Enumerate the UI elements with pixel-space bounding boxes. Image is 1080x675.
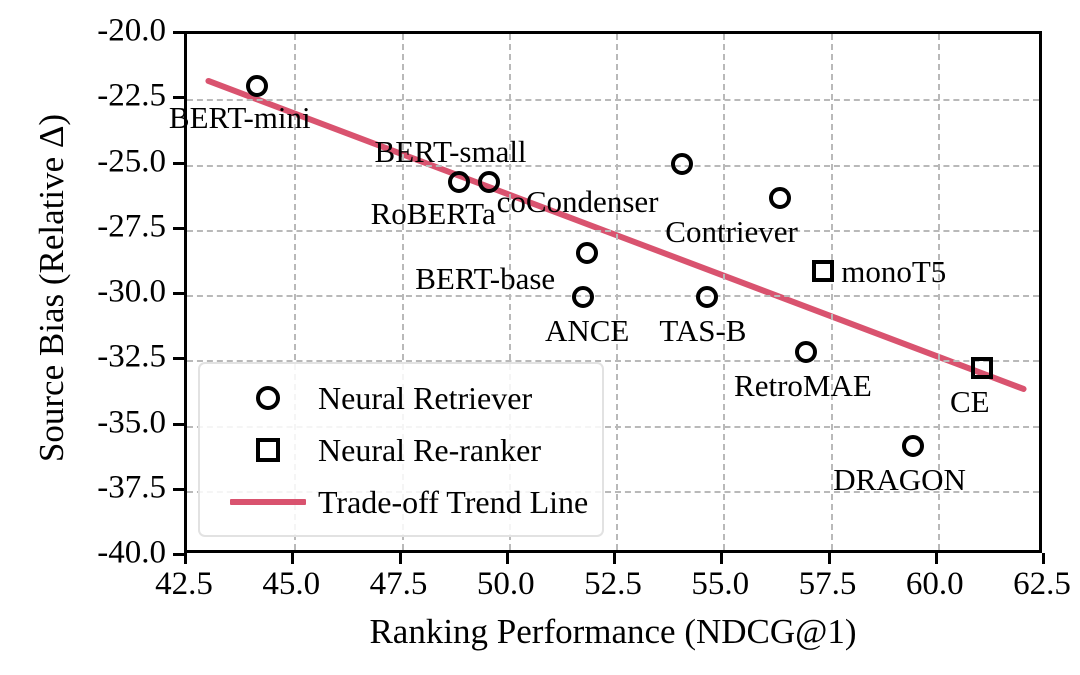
x-axis-tick: [184, 553, 187, 564]
x-axis-tick: [613, 553, 616, 564]
y-axis-tick-label: -30.0: [97, 273, 166, 310]
data-point-dragon[interactable]: [902, 434, 925, 457]
y-axis-tick-label: -40.0: [97, 534, 166, 571]
legend-marker-circle: [218, 386, 318, 410]
gridline-vertical: [616, 34, 618, 550]
x-axis-tick-label: 47.5: [369, 566, 428, 602]
x-axis-tick-label: 50.0: [476, 566, 535, 602]
gridline-horizontal: [187, 164, 1039, 167]
data-point-label: RetroMAE: [734, 368, 872, 404]
data-point-label: TAS-B: [659, 313, 747, 349]
x-axis-title: Ranking Performance (NDCG@1): [369, 612, 857, 651]
data-point-label: BERT-base: [415, 260, 556, 296]
y-axis-tick-label: -22.5: [97, 77, 166, 114]
legend-label: Neural Retriever: [318, 379, 533, 416]
x-axis-tick: [398, 553, 402, 564]
y-axis-tick-label: -27.5: [97, 208, 166, 245]
data-point-roberta[interactable]: [477, 171, 500, 194]
x-axis-tick-label: 45.0: [262, 566, 321, 602]
x-axis-tick: [505, 553, 509, 564]
data-point-label: BERT-mini: [168, 99, 311, 135]
y-axis-tick: [173, 226, 184, 230]
legend-entry[interactable]: Neural Re-ranker: [200, 424, 602, 476]
data-point-ance[interactable]: [571, 286, 594, 309]
legend-marker-square: [218, 438, 318, 462]
x-axis-tick-label: 52.5: [584, 566, 642, 602]
y-axis-tick: [173, 96, 184, 100]
data-point-ce[interactable]: [970, 356, 993, 379]
data-point-cocondenser[interactable]: [670, 153, 693, 176]
gridline-vertical: [723, 34, 726, 550]
gridline-vertical: [937, 34, 940, 550]
x-axis-tick: [291, 553, 295, 564]
data-point-tas-b[interactable]: [696, 286, 719, 309]
y-axis-tick: [173, 487, 184, 491]
y-axis-title: Source Bias (Relative Δ): [32, 113, 71, 463]
y-axis-tick: [173, 553, 184, 556]
data-point-label: RoBERTa: [370, 196, 496, 232]
y-axis-tick-label: -37.5: [97, 469, 166, 506]
x-axis-tick-label: 55.0: [691, 566, 750, 602]
gridline-horizontal: [187, 360, 1039, 363]
y-axis-tick-label: -20.0: [97, 12, 166, 49]
data-point-label: coCondenser: [496, 184, 659, 220]
x-axis-tick: [934, 553, 938, 564]
gridline-vertical: [294, 34, 297, 550]
x-axis-tick: [827, 553, 831, 564]
legend-marker-line: [218, 499, 318, 505]
data-point-bert-mini[interactable]: [245, 74, 268, 97]
gridline-horizontal: [187, 229, 1039, 232]
line-swatch-icon: [230, 499, 306, 505]
gridline-horizontal: [187, 295, 1039, 297]
y-axis-tick: [173, 357, 184, 361]
x-axis-tick-label: 62.5: [1013, 566, 1071, 602]
data-point-label: ANCE: [544, 313, 630, 349]
gridline-horizontal: [187, 99, 1039, 102]
y-axis-tick-label: -32.5: [97, 338, 166, 375]
legend-label: Trade-off Trend Line: [318, 483, 589, 520]
circle-marker-icon: [256, 386, 280, 410]
data-point-label: monoT5: [841, 254, 947, 290]
data-point-label: Contriever: [665, 214, 798, 250]
y-axis-tick: [173, 31, 184, 34]
data-point-bert-small[interactable]: [447, 171, 470, 194]
gridline-horizontal: [187, 425, 1039, 428]
y-axis-tick-label: -25.0: [97, 143, 166, 179]
data-point-label: BERT-small: [374, 134, 527, 170]
data-point-bert-base[interactable]: [576, 241, 599, 264]
data-point-monot5[interactable]: [812, 260, 835, 283]
y-axis-tick: [173, 422, 184, 426]
data-point-label: DRAGON: [833, 461, 966, 497]
x-axis-tick: [720, 553, 724, 564]
y-axis-tick-label: -35.0: [97, 404, 166, 440]
gridline-vertical: [508, 34, 511, 550]
legend-entry[interactable]: Neural Retriever: [200, 372, 602, 424]
data-point-contriever[interactable]: [769, 187, 792, 210]
gridline-vertical: [830, 34, 833, 550]
gridline-vertical: [401, 34, 404, 550]
y-axis-tick: [173, 292, 184, 295]
data-point-label: CE: [949, 383, 990, 419]
x-axis-tick-label: 60.0: [905, 566, 964, 602]
y-axis-tick: [173, 161, 184, 165]
gridline-horizontal: [187, 490, 1039, 493]
x-axis-tick: [1042, 553, 1045, 564]
square-marker-icon: [256, 438, 280, 462]
x-axis-tick-label: 57.5: [798, 566, 857, 602]
legend-entry[interactable]: Trade-off Trend Line: [200, 476, 602, 528]
x-axis-tick-label: 42.5: [155, 566, 213, 602]
legend-label: Neural Re-ranker: [318, 431, 541, 468]
data-point-retromae[interactable]: [795, 341, 818, 364]
